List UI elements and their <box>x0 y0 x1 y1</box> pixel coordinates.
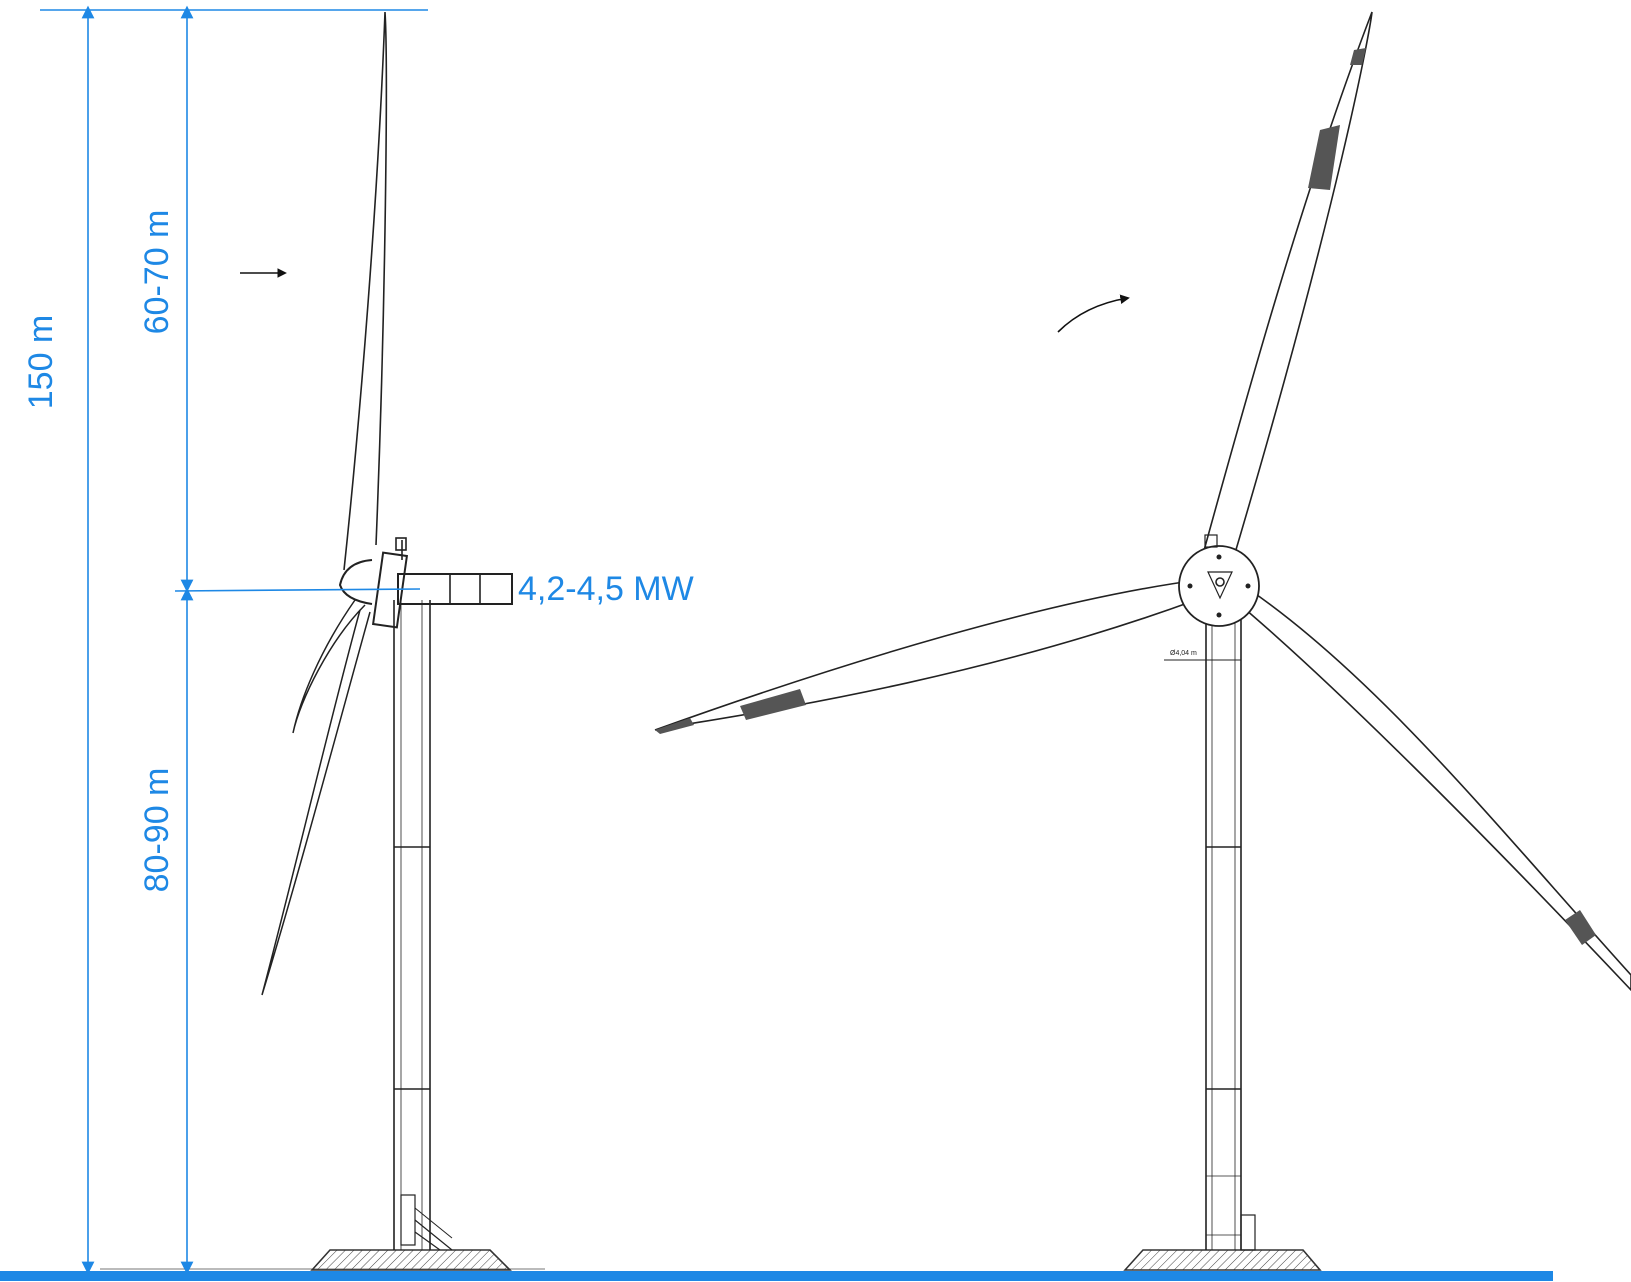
rotor-radius-label: 60-70 m <box>138 210 176 335</box>
hub-height-label: 80-90 m <box>138 768 176 893</box>
side-blade-upper <box>343 11 388 571</box>
tower-diameter-label: Ø4,04 m <box>1170 650 1197 657</box>
total-height-label: 150 m <box>22 315 60 410</box>
power-rating-label: 4,2-4,5 MW <box>518 570 694 608</box>
front-blade-left <box>654 579 1199 731</box>
dimension-lines <box>40 5 428 1275</box>
front-blade-up <box>1198 11 1373 571</box>
front-blade-down <box>1230 589 1631 992</box>
side-foundation <box>310 1249 512 1271</box>
front-foundation <box>1123 1249 1322 1271</box>
curved-arrow-icon <box>1057 294 1130 333</box>
side-hub <box>338 559 373 605</box>
front-view-turbine: Ø4,04 m <box>654 11 1631 1271</box>
side-nacelle <box>371 537 513 629</box>
side-blade-lower-left <box>292 599 366 734</box>
front-tower <box>1205 620 1256 1251</box>
ground-line <box>0 1271 1553 1281</box>
side-view-turbine <box>261 11 513 1271</box>
hub-reference-line <box>174 588 421 592</box>
side-blade-lower-long <box>261 609 371 996</box>
side-tower <box>393 600 453 1251</box>
